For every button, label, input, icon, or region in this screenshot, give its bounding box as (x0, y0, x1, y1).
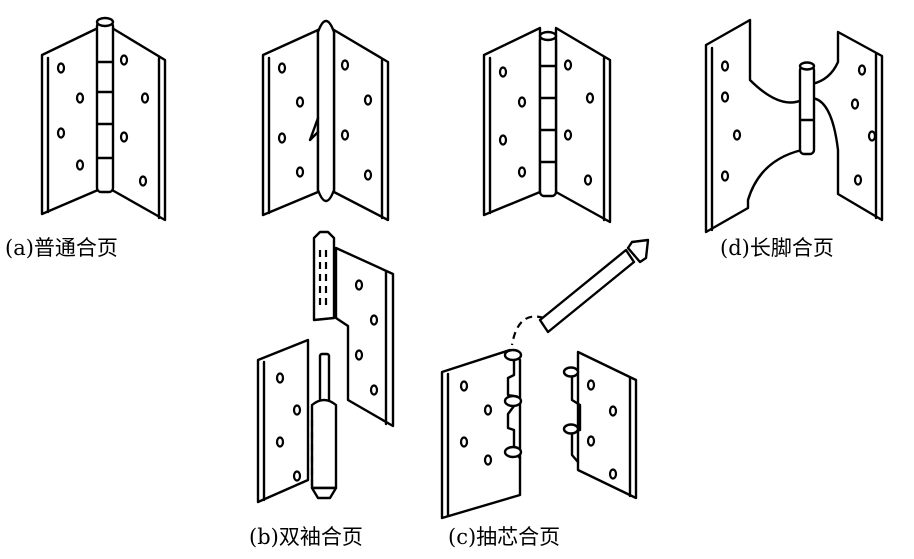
hinge-c-exploded (440, 238, 650, 520)
hinge-a-common (40, 16, 167, 222)
caption-d: (d)长脚合页 (720, 236, 834, 260)
hinge-d-longleg (704, 18, 884, 234)
caption-b: (b)双袖合页 (249, 525, 363, 549)
caption-a: (a)普通合页 (5, 236, 118, 260)
caption-c: (c)抽芯合页 (448, 525, 561, 549)
hinge-b-top (261, 19, 390, 222)
hinge-c-top (482, 26, 612, 224)
hinge-b-exploded (256, 230, 395, 504)
